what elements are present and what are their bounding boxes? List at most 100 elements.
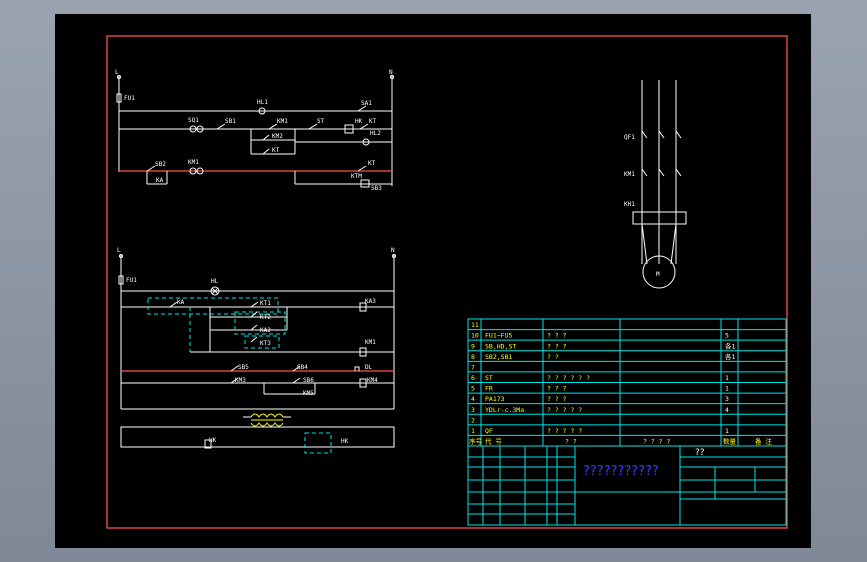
- drawing-sheet[interactable]: L FU1 N HL 1 SA1 SQ1 SB1: [55, 14, 811, 548]
- bom-row-code: SB2,SB1: [485, 353, 512, 361]
- c1-ktm-coil-icon: [360, 179, 370, 188]
- c1-sq1-icon: [189, 125, 197, 133]
- c2-fuse-label: FU1: [126, 277, 137, 284]
- bom-row-qty: 3: [725, 395, 729, 403]
- bom-row-name: ? ? ? ? ?: [547, 406, 582, 414]
- c1-kt-label: KT: [369, 118, 377, 125]
- bom-row-code: PA173: [485, 395, 505, 403]
- c2-hk-loop: [120, 426, 395, 448]
- bom-row-no: 2: [471, 416, 475, 424]
- c2-fuse-icon: [118, 275, 124, 285]
- bom-header-no: 序号: [469, 437, 483, 446]
- bom-row-qty: 1: [725, 385, 729, 393]
- bom-header-name: ? ?: [565, 438, 577, 446]
- drawing-title: ???????????: [583, 464, 659, 479]
- c2-kt2-label: KT2: [260, 314, 271, 321]
- title-corner: ??: [695, 448, 705, 458]
- bom-row-no: 6: [471, 374, 475, 382]
- bom-row-name: ? ? ?: [547, 342, 567, 350]
- c2-km1-label: KM1: [365, 339, 376, 346]
- c2-ka3-coil-icon: [359, 302, 367, 312]
- bom-row-code: ST: [485, 374, 493, 382]
- bom-row-name: ? ?: [547, 353, 559, 361]
- bom-header-spec: ? ? ? ?: [643, 438, 670, 446]
- c2-sb4-label: SB4: [297, 364, 308, 371]
- c1-km1b-label: KM1: [188, 159, 199, 166]
- bom-row-code: SB,HD,ST: [485, 342, 516, 350]
- bom-row-code: FU1~FU5: [485, 332, 512, 340]
- c2-hk-box: [304, 432, 332, 454]
- c2-ka3-label: KA3: [365, 298, 376, 305]
- motor-km-label: KM1: [624, 171, 635, 178]
- c2-sb5-label: SB5: [238, 364, 249, 371]
- transformer-icon: [243, 413, 291, 427]
- bom-row-name: ? ? ?: [547, 332, 567, 340]
- bom-row-qty: 各1: [725, 352, 736, 361]
- bom-row-no: 11: [471, 321, 479, 329]
- c2-l-label: L: [117, 247, 121, 254]
- c1-ktm-label: KTM: [351, 173, 362, 180]
- bom-header-remark: 备 注: [755, 437, 772, 446]
- c2-ka2-label: KA2: [260, 327, 271, 334]
- c2-km1-coil-icon: [359, 347, 367, 357]
- c2-dashed-box-2: [234, 311, 286, 335]
- c2-hl-lamp-icon: [210, 286, 220, 296]
- bom-row-code: YDLr-c.3Ma: [485, 406, 524, 414]
- bom-row-name: ? ? ?: [547, 385, 567, 393]
- c1-hk-label: HK: [355, 118, 363, 125]
- c1-ktc-label: KT: [368, 160, 376, 167]
- motor-kh-icon: [632, 211, 687, 225]
- bom-row-no: 3: [471, 406, 475, 414]
- bom-row-code: FR: [485, 385, 493, 393]
- bom-row-name: ? ? ? ? ? ?: [547, 374, 590, 382]
- c1-sb1-label: SB1: [225, 118, 236, 125]
- bom-row-no: 8: [471, 353, 475, 361]
- motor-circuit: QF1 KM1 KH1 M: [624, 80, 687, 289]
- bom-row-no: 10: [471, 332, 479, 340]
- c2-kt3-label: KT3: [260, 340, 271, 347]
- c1-hl2-label: HL2: [370, 130, 381, 137]
- c2-ka-label: KA: [177, 299, 185, 306]
- bom-row-qty: 4: [725, 406, 729, 414]
- control-circuit-2: L FU1 N HL KA KT1 KA3: [117, 247, 396, 454]
- bom-row-no: 9: [471, 342, 475, 350]
- c1-ktb-label: KT: [272, 147, 280, 154]
- bom-row-code: QF: [485, 427, 493, 435]
- c2-dashed-box-1: [147, 297, 279, 315]
- bom-row-no: 5: [471, 385, 475, 393]
- bom-row-qty: 1: [725, 427, 729, 435]
- control-circuit-1: L FU1 N HL1 SA1 SQ1 SB1: [115, 69, 394, 192]
- c1-sa1-label: SA1: [361, 100, 372, 107]
- c1-km-coil-icon: [344, 124, 354, 134]
- c2-hk-coil-label: HK: [209, 437, 217, 444]
- title-block: ??????????? ??: [467, 445, 787, 526]
- c1-km1-label: KM1: [277, 118, 288, 125]
- drawing-border: [106, 35, 788, 529]
- c2-hl-label: HL: [211, 278, 219, 285]
- motor-kh-label: KH1: [624, 201, 635, 208]
- c1-sb2-label: SB2: [155, 161, 166, 168]
- c2-km5-label: KM5: [303, 390, 314, 397]
- c1-hl2-lamp-icon: [362, 138, 370, 146]
- bom-row-qty: 5: [725, 332, 729, 340]
- c1-hl1-lamp-icon: [258, 107, 266, 115]
- c1-st-label: ST: [317, 118, 325, 125]
- bom-row-no: 4: [471, 395, 475, 403]
- c1-km2-label: KM2: [272, 133, 283, 140]
- bom-row-no: 1: [471, 427, 475, 435]
- c2-kt1-label: KT1: [260, 300, 271, 307]
- c1-sq1-label: SQ1: [188, 117, 199, 124]
- c1-fuse-label: FU1: [124, 95, 135, 102]
- c2-hk-label: HK: [341, 438, 349, 445]
- bom-row-no: 7: [471, 363, 475, 371]
- c2-n-label: N: [391, 247, 395, 254]
- c1-n-label: N: [389, 69, 393, 76]
- c1-l-label: L: [115, 69, 119, 76]
- motor-m-label: M: [656, 271, 660, 278]
- c2-dl-label: DL: [365, 364, 373, 371]
- c2-km4-label: KM4: [367, 377, 378, 384]
- c2-sb6-label: SB6: [303, 377, 314, 384]
- c1-ka-label: KA: [156, 177, 164, 184]
